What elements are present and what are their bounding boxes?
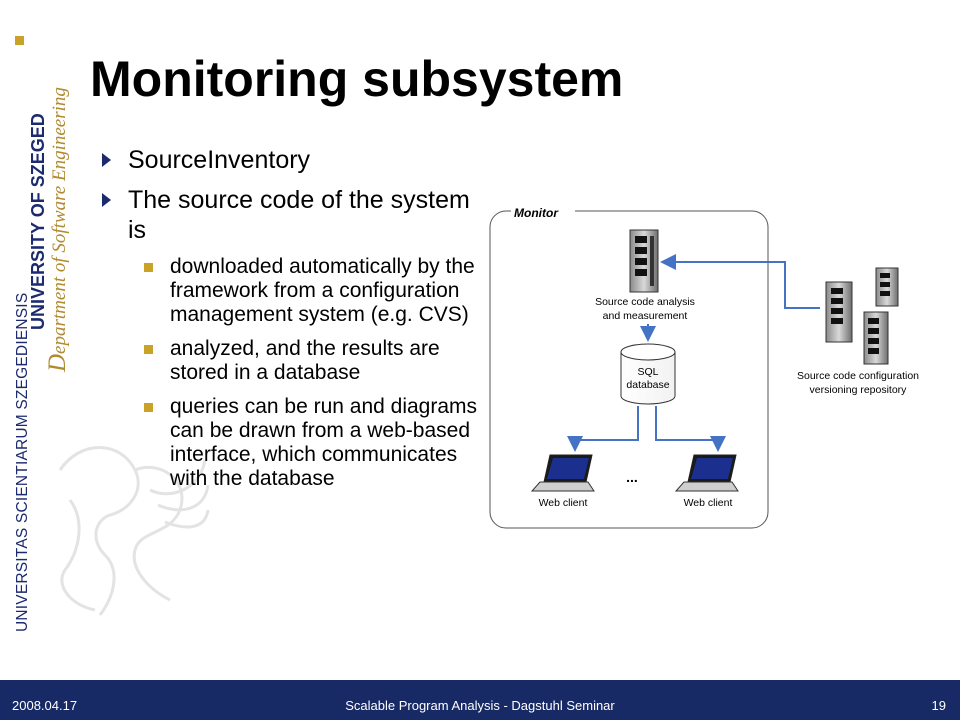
arrow-bullet-icon — [96, 153, 111, 167]
page-number: 19 — [931, 698, 946, 713]
sub-bullet-item: analyzed, and the results are stored in … — [144, 337, 492, 385]
right-web-client-label: Web client — [684, 497, 733, 509]
university-latin-name: UNIVERSITAS SCIENTIARUM SZEGEDIENSIS — [14, 292, 31, 632]
arrow-bullet-icon — [96, 193, 111, 207]
right-web-client-laptop-icon — [674, 454, 739, 492]
bullet-text: The source code of the system is — [128, 186, 470, 244]
slide-title: Monitoring subsystem — [90, 51, 624, 107]
footer-title: Scalable Program Analysis - Dagstuhl Sem… — [345, 698, 615, 713]
department-rest: epartment of Software Engineering — [49, 87, 70, 354]
square-bullet-icon — [144, 263, 153, 272]
monitor-box — [489, 210, 769, 529]
db-label-line2: database — [626, 379, 669, 391]
analysis-label-line2: and measurement — [603, 310, 688, 322]
sub-bullet-item: downloaded automatically by the framewor… — [144, 255, 492, 327]
left-web-client-label: Web client — [539, 497, 588, 509]
architecture-diagram: Monitor Source code analysis and measure… — [489, 204, 919, 529]
griffin-emblem-icon — [58, 446, 210, 616]
sql-database-icon — [620, 343, 676, 405]
repo-label-line1: Source code configuration — [797, 370, 919, 382]
department-name: Department of Software Engineering — [44, 87, 72, 372]
bullet-item: SourceInventory — [96, 145, 492, 175]
bullet-item: The source code of the system is — [96, 185, 492, 245]
db-to-right-client-arrow — [655, 406, 726, 452]
bullet-text: SourceInventory — [128, 146, 311, 174]
sub-bullet-text: downloaded automatically by the framewor… — [170, 255, 475, 326]
analysis-label-line1: Source code analysis — [595, 296, 695, 308]
repo-to-analysis-arrow — [660, 254, 820, 309]
left-web-client-laptop-icon — [530, 454, 595, 492]
footer-date: 2008.04.17 — [12, 698, 78, 713]
footer-bar: Scalable Program Analysis - Dagstuhl Sem… — [0, 680, 960, 720]
corner-square-icon — [15, 36, 24, 45]
sub-bullet-text: queries can be run and diagrams can be d… — [170, 395, 478, 490]
db-to-left-client-arrow — [567, 406, 639, 452]
repository-servers-icon — [825, 267, 899, 365]
square-bullet-icon — [144, 345, 153, 354]
clients-ellipsis: ... — [626, 469, 638, 485]
sub-bullet-item: queries can be run and diagrams can be d… — [144, 395, 492, 491]
analysis-server-icon — [629, 229, 659, 293]
department-initial: D — [44, 353, 71, 372]
monitor-label: Monitor — [514, 206, 559, 220]
db-label-line1: SQL — [637, 366, 658, 378]
square-bullet-icon — [144, 403, 153, 412]
bullet-list: SourceInventory The source code of the s… — [96, 145, 492, 501]
sub-bullet-text: analyzed, and the results are stored in … — [170, 337, 440, 384]
repo-label-line2: versioning repository — [810, 384, 908, 396]
